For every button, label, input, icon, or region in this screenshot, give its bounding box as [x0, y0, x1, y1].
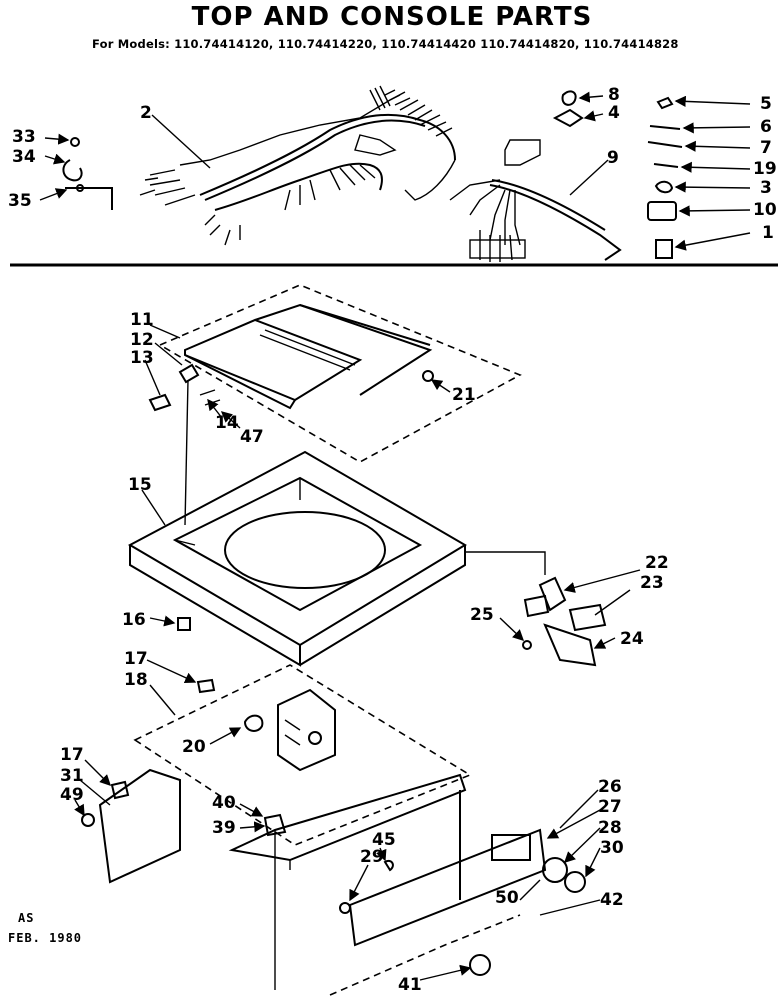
- lid-switch-drawing: [522, 576, 607, 667]
- hose-clamp-drawing: [62, 137, 113, 210]
- label-part-17-top: 17: [124, 649, 148, 669]
- label-part-16: 16: [122, 610, 146, 630]
- label-part-33: 33: [12, 127, 36, 147]
- wiring-harness-drawing: [139, 85, 456, 246]
- console-drawing: [81, 664, 586, 996]
- label-part-47: 47: [240, 427, 264, 447]
- label-part-30: 30: [600, 838, 624, 858]
- lid-drawing: [148, 284, 522, 526]
- stamp-code: AS: [18, 911, 35, 925]
- label-part-24: 24: [620, 629, 644, 649]
- label-part-25: 25: [470, 605, 494, 625]
- leader-lines: [39, 91, 751, 981]
- label-part-10: 10: [753, 200, 777, 220]
- label-part-45: 45: [372, 830, 396, 850]
- label-part-7: 7: [760, 138, 772, 158]
- model-numbers: For Models: 110.74414120, 110.74414220, …: [92, 37, 679, 51]
- harness-9-drawing: [449, 139, 622, 262]
- label-part-9: 9: [607, 148, 619, 168]
- label-part-28: 28: [598, 818, 622, 838]
- label-part-42: 42: [600, 890, 624, 910]
- label-part-19: 19: [753, 159, 777, 179]
- label-part-22: 22: [645, 553, 669, 573]
- label-part-4: 4: [608, 103, 620, 123]
- label-part-31: 31: [60, 766, 84, 786]
- label-part-27: 27: [598, 797, 622, 817]
- label-part-17-bottom: 17: [60, 745, 84, 765]
- label-part-39: 39: [212, 818, 236, 838]
- label-part-20: 20: [182, 737, 206, 757]
- label-part-8: 8: [608, 85, 620, 105]
- label-part-15: 15: [128, 475, 152, 495]
- label-part-5: 5: [760, 94, 772, 114]
- label-part-6: 6: [760, 117, 772, 137]
- label-part-34: 34: [12, 147, 36, 167]
- part-number-labels: 33 34 35 2 8 4 9 5 6 7 19 3 10 1 11 12 1…: [8, 85, 777, 995]
- label-part-12: 12: [130, 330, 154, 350]
- label-part-29: 29: [360, 847, 384, 867]
- label-part-49: 49: [60, 785, 84, 805]
- small-hardware-drawing: [552, 90, 683, 259]
- label-part-40: 40: [212, 793, 236, 813]
- label-part-1: 1: [762, 223, 774, 243]
- label-part-2: 2: [140, 103, 152, 123]
- label-part-14: 14: [215, 413, 239, 433]
- label-part-13: 13: [130, 348, 154, 368]
- label-part-35: 35: [8, 191, 32, 211]
- label-part-21: 21: [452, 385, 476, 405]
- label-part-41: 41: [398, 975, 422, 995]
- label-part-11: 11: [130, 310, 154, 330]
- top-panel-drawing: [127, 450, 546, 667]
- label-part-23: 23: [640, 573, 664, 593]
- label-part-50: 50: [495, 888, 519, 908]
- label-part-18: 18: [124, 670, 148, 690]
- stamp-date: FEB. 1980: [8, 931, 83, 945]
- page-title: TOP AND CONSOLE PARTS: [191, 2, 593, 32]
- label-part-3: 3: [760, 178, 772, 198]
- label-part-26: 26: [598, 777, 622, 797]
